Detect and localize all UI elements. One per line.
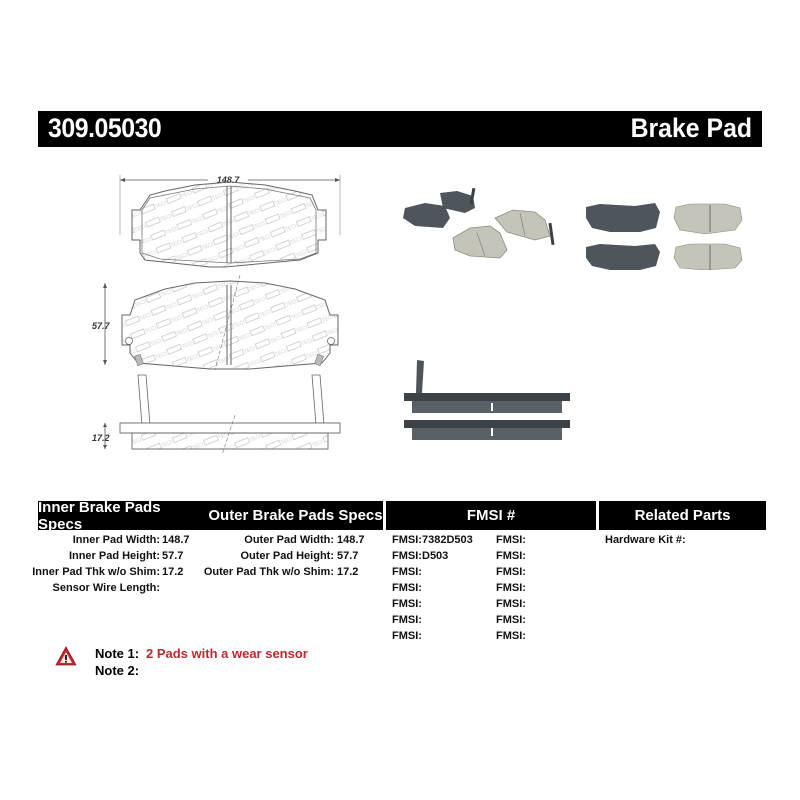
height-dimension: 57.7 xyxy=(92,321,111,331)
fmsi-header: FMSI # xyxy=(386,501,596,530)
outer-height-value: 57.7 xyxy=(337,550,359,562)
note1-label: Note 1: xyxy=(95,646,140,661)
fmsi-1-label: FMSI: xyxy=(392,534,422,546)
fmsi-1-value: 7382D503 xyxy=(422,534,473,546)
hardware-kit-label: Hardware Kit #: xyxy=(605,534,686,546)
fmsi-5-label: FMSI: xyxy=(392,598,422,610)
fmsi-12-label: FMSI: xyxy=(496,598,526,610)
note2-label: Note 2: xyxy=(95,663,140,678)
fmsi-11-label: FMSI: xyxy=(496,582,526,594)
product-photo-flat xyxy=(580,200,750,270)
fmsi-2-label: FMSI: xyxy=(392,550,422,562)
outer-height-label: Outer Pad Height: xyxy=(240,550,334,562)
title-bar: 309.05030 Brake Pad xyxy=(38,111,762,147)
outer-specs-title: Outer Brake Pads Specs xyxy=(208,507,383,524)
product-photo-angled xyxy=(395,188,570,273)
fmsi-7-label: FMSI: xyxy=(392,630,422,642)
inner-width-label: Inner Pad Width: xyxy=(72,534,160,546)
outer-width-label: Outer Pad Width: xyxy=(244,534,334,546)
related-parts-title: Related Parts xyxy=(634,507,731,524)
inner-specs-title: Inner Brake Pads Specs xyxy=(38,498,161,533)
outer-width-value: 148.7 xyxy=(337,534,365,546)
inner-specs-header: Inner Brake Pads Specs xyxy=(38,498,208,533)
inner-height-value: 57.7 xyxy=(162,550,184,562)
part-type: Brake Pad xyxy=(630,113,752,143)
inner-thk-value: 17.2 xyxy=(162,566,184,578)
technical-drawing: TECH 148.7 57.7 xyxy=(90,165,370,465)
fmsi-4-label: FMSI: xyxy=(392,582,422,594)
fmsi-title: FMSI # xyxy=(466,507,516,524)
inner-thk-label: Inner Pad Thk w/o Shim: xyxy=(32,566,160,578)
part-number: 309.05030 xyxy=(48,113,162,143)
sensor-wire-label: Sensor Wire Length: xyxy=(52,582,160,594)
fmsi-8-label: FMSI: xyxy=(496,534,526,546)
fmsi-3-label: FMSI: xyxy=(392,566,422,578)
fmsi-13-label: FMSI: xyxy=(496,614,526,626)
product-photo-side xyxy=(400,355,575,440)
fmsi-10-label: FMSI: xyxy=(496,566,526,578)
related-parts-header: Related Parts xyxy=(599,501,766,530)
inner-width-value: 148.7 xyxy=(162,534,190,546)
thickness-dimension: 17.2 xyxy=(92,433,110,443)
outer-specs-header: Outer Brake Pads Specs xyxy=(208,501,383,530)
outer-thk-value: 17.2 xyxy=(337,566,359,578)
width-dimension: 148.7 xyxy=(217,175,241,185)
outer-thk-label: Outer Pad Thk w/o Shim: xyxy=(203,566,334,578)
fmsi-14-label: FMSI: xyxy=(496,630,526,642)
fmsi-2-value: D503 xyxy=(422,550,449,562)
note1-value: 2 Pads with a wear sensor xyxy=(146,646,308,661)
fmsi-9-label: FMSI: xyxy=(496,550,526,562)
inner-height-label: Inner Pad Height: xyxy=(68,550,160,562)
fmsi-6-label: FMSI: xyxy=(392,614,422,626)
warning-triangle-icon xyxy=(55,646,77,666)
